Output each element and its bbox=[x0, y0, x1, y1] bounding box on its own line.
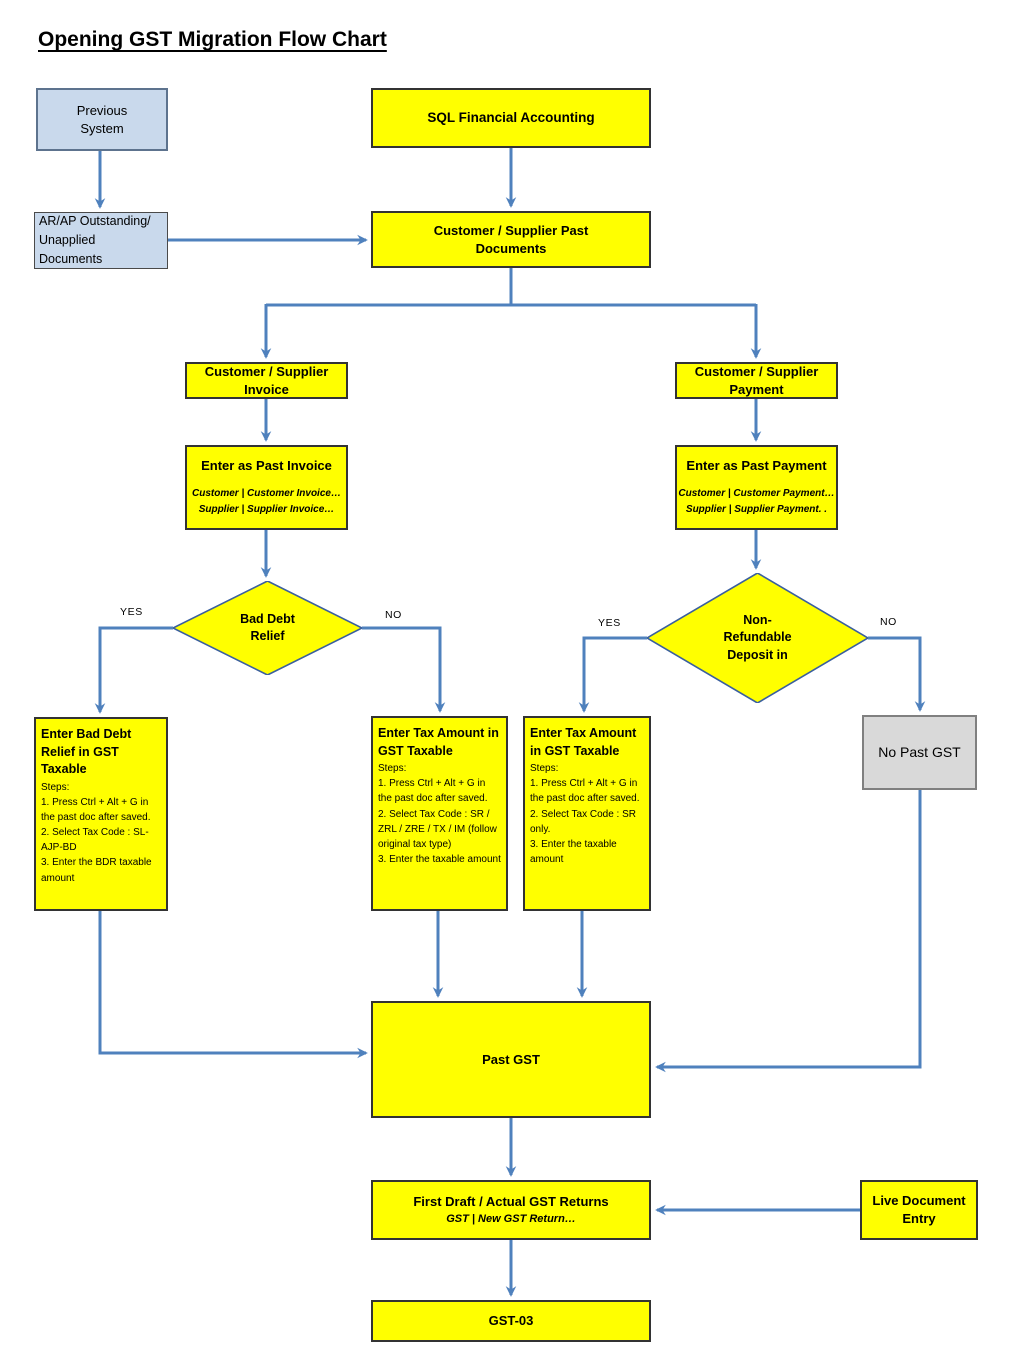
node-enter-invoice-subtitle: Customer | Customer Invoice… Supplier | … bbox=[192, 487, 341, 515]
node-arap-label: AR/AP Outstanding/ Unapplied Documents bbox=[39, 214, 151, 266]
node-no-past-gst-label: No Past GST bbox=[878, 744, 961, 761]
node-first-draft-gst-returns: First Draft / Actual GST Returns GST | N… bbox=[371, 1180, 651, 1240]
node-bdr-title: Enter Bad Debt Relief in GST Taxable bbox=[41, 727, 132, 776]
node-enter-payment-subtitle: Customer | Customer Payment… Supplier | … bbox=[678, 487, 835, 515]
node-tax2-title: Enter Tax Amount in GST Taxable bbox=[530, 726, 637, 758]
node-enter-as-past-payment: Enter as Past Payment Customer | Custome… bbox=[675, 445, 838, 530]
node-sql-financial-accounting: SQL Financial Accounting bbox=[371, 88, 651, 148]
edge-nopast-to-pastgst bbox=[655, 790, 922, 1073]
node-customer-supplier-payment: Customer / Supplier Payment bbox=[675, 362, 838, 399]
node-enter-tax-amount-sr-only: Enter Tax Amount in GST Taxable Steps: 1… bbox=[523, 716, 651, 911]
edge-label-nonrefundable-yes: YES bbox=[598, 617, 621, 629]
node-enter-tax-amount-original: Enter Tax Amount in GST Taxable Steps: 1… bbox=[371, 716, 508, 911]
node-customer-past-documents: Customer / Supplier Past Documents bbox=[371, 211, 651, 268]
edge-nonrefundable-yes bbox=[578, 636, 647, 713]
node-customer-payment-label: Customer / Supplier Payment bbox=[694, 363, 819, 397]
diamond-shape bbox=[173, 581, 362, 675]
decision-bad-debt-label: Bad Debt Relief bbox=[240, 611, 295, 644]
page-title: Opening GST Migration Flow Chart bbox=[38, 28, 387, 51]
edge-bdr-to-pastgst bbox=[98, 911, 368, 1059]
node-sql-financial-label: SQL Financial Accounting bbox=[427, 109, 595, 125]
node-bdr-steps-label: Steps: bbox=[41, 781, 70, 793]
node-first-draft-title: First Draft / Actual GST Returns bbox=[413, 1193, 609, 1209]
node-live-document-label: Live Document Entry bbox=[872, 1193, 966, 1226]
node-enter-bad-debt-relief-steps: Enter Bad Debt Relief in GST Taxable Ste… bbox=[34, 717, 168, 911]
node-previous-system: Previous System bbox=[36, 88, 168, 151]
node-customer-supplier-invoice: Customer / Supplier Invoice bbox=[185, 362, 348, 399]
node-bdr-steps: 1. Press Ctrl + Alt + G in the past doc … bbox=[41, 796, 152, 884]
edge-label-baddebt-no: NO bbox=[385, 609, 402, 621]
node-no-past-gst: No Past GST bbox=[862, 715, 977, 790]
node-tax1-steps-label: Steps: bbox=[378, 763, 407, 774]
node-gst-03: GST-03 bbox=[371, 1300, 651, 1342]
node-enter-invoice-title: Enter as Past Invoice bbox=[201, 458, 332, 474]
decision-non-refundable-label: Non- Refundable Deposit in bbox=[723, 612, 792, 662]
diamond-shape bbox=[647, 573, 868, 703]
node-enter-payment-title: Enter as Past Payment bbox=[686, 458, 827, 474]
node-live-document-entry: Live Document Entry bbox=[860, 1180, 978, 1240]
node-tax1-title: Enter Tax Amount in GST Taxable bbox=[378, 726, 499, 758]
node-arap-outstanding: AR/AP Outstanding/ Unapplied Documents bbox=[34, 212, 168, 269]
node-tax2-steps-label: Steps: bbox=[530, 763, 559, 774]
node-tax1-steps: 1. Press Ctrl + Alt + G in the past doc … bbox=[378, 778, 501, 866]
decision-bad-debt-relief: Bad Debt Relief bbox=[173, 581, 362, 675]
decision-non-refundable-deposit: Non- Refundable Deposit in bbox=[647, 573, 868, 703]
node-customer-invoice-label: Customer / Supplier Invoice bbox=[204, 363, 329, 397]
edge-baddebt-yes bbox=[94, 626, 173, 714]
node-enter-as-past-invoice: Enter as Past Invoice Customer | Custome… bbox=[185, 445, 348, 530]
node-first-draft-subtitle: GST | New GST Return… bbox=[446, 1213, 576, 1226]
node-past-docs-label: Customer / Supplier Past Documents bbox=[433, 222, 589, 256]
node-gst03-label: GST-03 bbox=[488, 1313, 534, 1329]
node-previous-system-label: Previous System bbox=[76, 102, 128, 136]
edge-label-baddebt-yes: YES bbox=[120, 606, 143, 618]
node-tax2-steps: 1. Press Ctrl + Alt + G in the past doc … bbox=[530, 778, 640, 866]
edge-nonrefundable-no bbox=[868, 636, 926, 712]
edge-label-nonrefundable-no: NO bbox=[880, 616, 897, 628]
node-past-gst-label: Past GST bbox=[482, 1051, 540, 1067]
edge-baddebt-no bbox=[362, 626, 446, 713]
node-past-gst: Past GST bbox=[371, 1001, 651, 1118]
